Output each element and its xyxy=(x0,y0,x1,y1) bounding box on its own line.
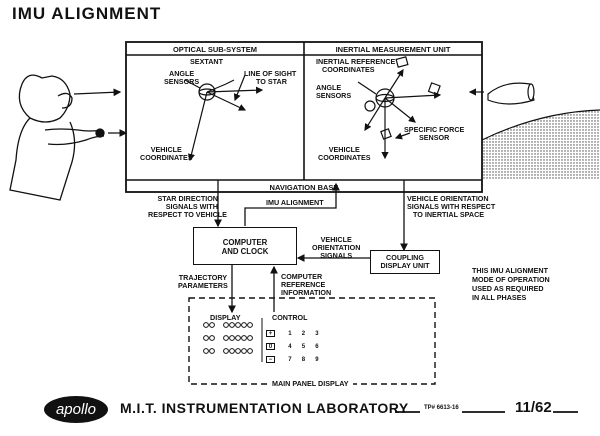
keypad-key[interactable]: 8 xyxy=(301,357,306,363)
page-number: 11/62 xyxy=(515,399,552,416)
main-panel-display-label: MAIN PANEL DISPLAY xyxy=(268,380,353,388)
imu-drawing xyxy=(357,56,442,160)
tp-number: TP# 6613-16 xyxy=(424,405,459,411)
lab-name: M.I.T. INSTRUMENTATION LABORATORY xyxy=(120,400,409,416)
keypad-key[interactable]: 4 xyxy=(288,344,292,350)
page-title: IMU ALIGNMENT xyxy=(12,4,162,23)
keypad-key[interactable]: 9 xyxy=(315,357,319,363)
keypad-key[interactable]: 2 xyxy=(301,331,306,337)
keypad-key[interactable]: 7 xyxy=(288,357,292,363)
keypad-key[interactable]: 3 xyxy=(315,331,319,337)
keypad-key[interactable]: − xyxy=(266,356,275,363)
keypad-key[interactable]: 6 xyxy=(315,344,319,350)
display-label: DISPLAY xyxy=(210,313,241,322)
display-readouts xyxy=(203,322,253,354)
apollo-logo: apollo xyxy=(44,396,108,423)
keypad-key[interactable]: 5 xyxy=(301,344,306,350)
spacecraft-drawing xyxy=(468,82,600,180)
imu-header: INERTIAL MEASUREMENT UNIT xyxy=(335,45,451,54)
navigation-base-label: NAVIGATION BASE xyxy=(269,183,339,192)
optical-subsystem-header: OPTICAL SUB-SYSTEM xyxy=(172,45,258,54)
astronaut-drawing xyxy=(9,74,128,201)
imu-alignment-signal-label: IMU ALIGNMENT xyxy=(266,198,324,207)
sextant-drawing xyxy=(184,74,264,162)
control-label: CONTROL xyxy=(272,313,308,322)
control-keypad: + 1 2 3 0 4 5 6 − 7 8 9 xyxy=(266,322,321,363)
keypad-key[interactable]: 1 xyxy=(288,331,292,337)
sextant-label: SEXTANT xyxy=(190,57,224,66)
